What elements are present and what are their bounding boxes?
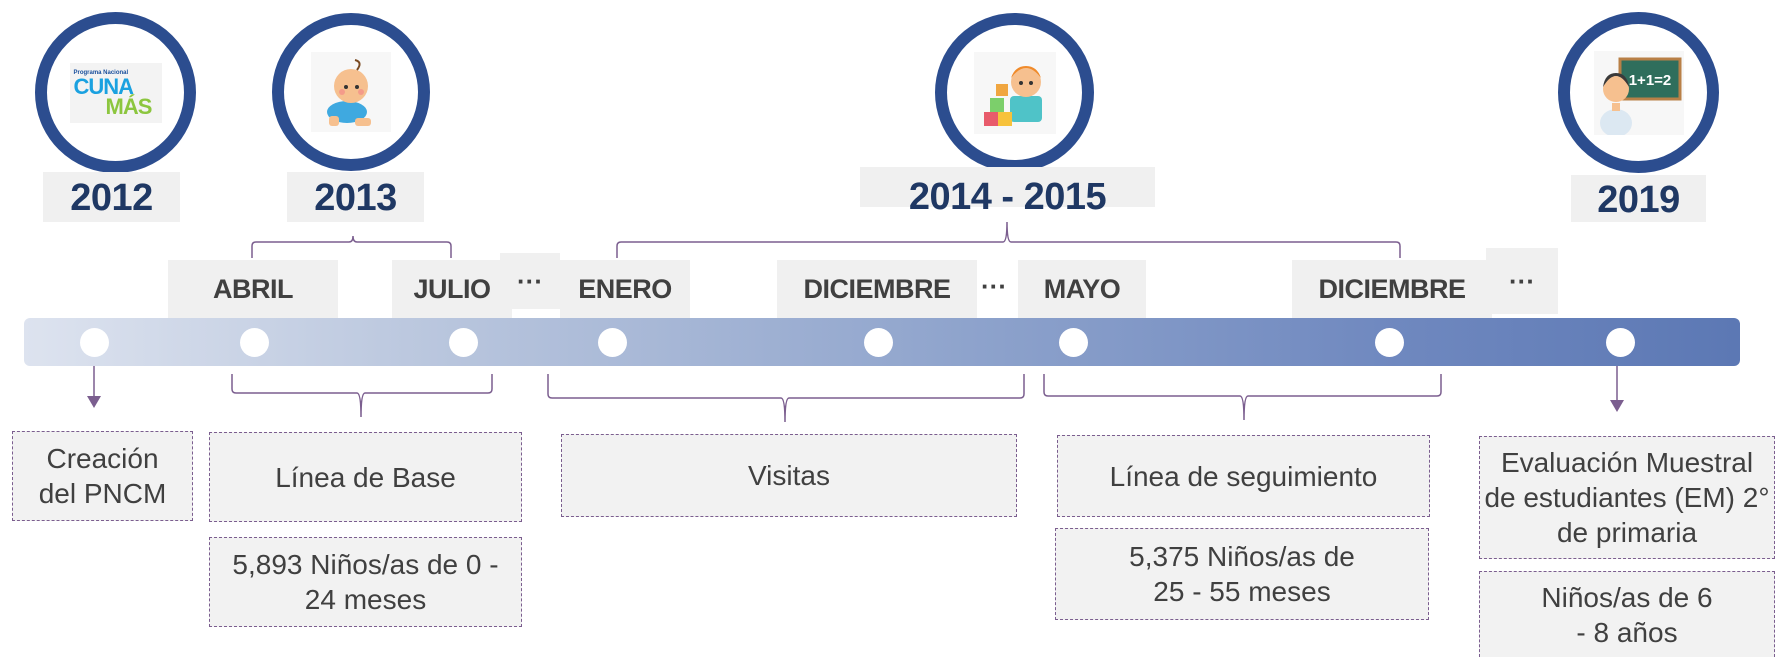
milestone-2014-2015-circle [935,13,1094,172]
milestone-2019-circle: 1+1=2 [1558,12,1719,173]
box-linea-seguimiento: Línea de seguimiento [1057,435,1430,517]
milestone-2013-circle [272,13,430,171]
timeline-node-diciembre-2 [1375,328,1404,357]
month-diciembre-2: DICIEMBRE [1292,260,1492,318]
year-label-2012: 2012 [43,172,180,222]
box-linea-base-detail: 5,893 Niños/as de 0 - 24 meses [209,537,522,627]
box-visitas-text: Visitas [748,460,830,491]
year-label-2013: 2013 [287,172,424,222]
box-linea-base-detail-text: 5,893 Niños/as de 0 - 24 meses [232,549,499,615]
box-seguimiento-detail: 5,375 Niños/as de 25 - 55 meses [1055,528,1429,620]
cuna-mas-logo-icon: Programa Nacional CUNA MÁS [69,62,162,123]
bracket-2014-2015 [616,221,1401,258]
month-diciembre-1: DICIEMBRE [777,260,977,318]
timeline-node-abril [240,328,269,357]
arrow-head-2019 [1610,400,1624,412]
logo-small-text: Programa Nacional [73,69,129,76]
arrow-head-2012 [87,396,101,408]
box-evaluacion-text: Evaluación Muestral de estudiantes (EM) … [1484,447,1770,548]
bracket-visitas [547,374,1025,423]
box-creacion-text: Creación del PNCM [38,443,167,509]
timeline-node-2019 [1606,328,1635,357]
box-seguimiento-text: Línea de seguimiento [1109,460,1378,492]
timeline-node-mayo [1059,328,1088,357]
year-label-2019: 2019 [1571,175,1706,222]
box-visitas: Visitas [561,434,1017,517]
ellipsis-2: ··· [981,270,1007,301]
box-creacion-pncm: Creación del PNCM [12,431,193,521]
timeline-node-enero [598,328,627,357]
crawling-baby-icon [311,52,391,132]
box-linea-base-text: Línea de Base [275,461,456,493]
ellipsis-3: ··· [1486,248,1558,314]
board-text: 1+1=2 [1628,72,1671,89]
milestone-2012-circle: Programa Nacional CUNA MÁS [35,12,196,173]
child-playing-blocks-icon [973,51,1056,134]
box-evaluacion-muestral: Evaluación Muestral de estudiantes (EM) … [1479,436,1775,559]
bracket-2013 [251,235,452,258]
logo-line1: CUNA [73,73,135,99]
month-julio: JULIO [392,260,512,318]
month-enero: ENERO [560,260,690,318]
ellipsis-1: ··· [500,253,560,309]
box-seguimiento-detail-text: 5,375 Niños/as de 25 - 55 meses [1129,541,1355,607]
month-mayo: MAYO [1018,260,1146,318]
timeline-node-2012 [80,328,109,357]
box-evaluacion-detail: Niños/as de 6 - 8 años [1479,571,1775,657]
month-abril: ABRIL [168,260,338,318]
bracket-seguimiento [1043,374,1442,421]
teacher-blackboard-icon: 1+1=2 [1593,50,1684,135]
logo-line2: MÁS [105,93,153,119]
box-linea-base: Línea de Base [209,432,522,522]
year-label-2014-2015: 2014 - 2015 [860,167,1155,218]
timeline-node-diciembre-1 [864,328,893,357]
timeline-node-julio [449,328,478,357]
box-evaluacion-detail-text: Niños/as de 6 - 8 años [1541,581,1713,648]
bracket-linea-base [231,374,493,418]
